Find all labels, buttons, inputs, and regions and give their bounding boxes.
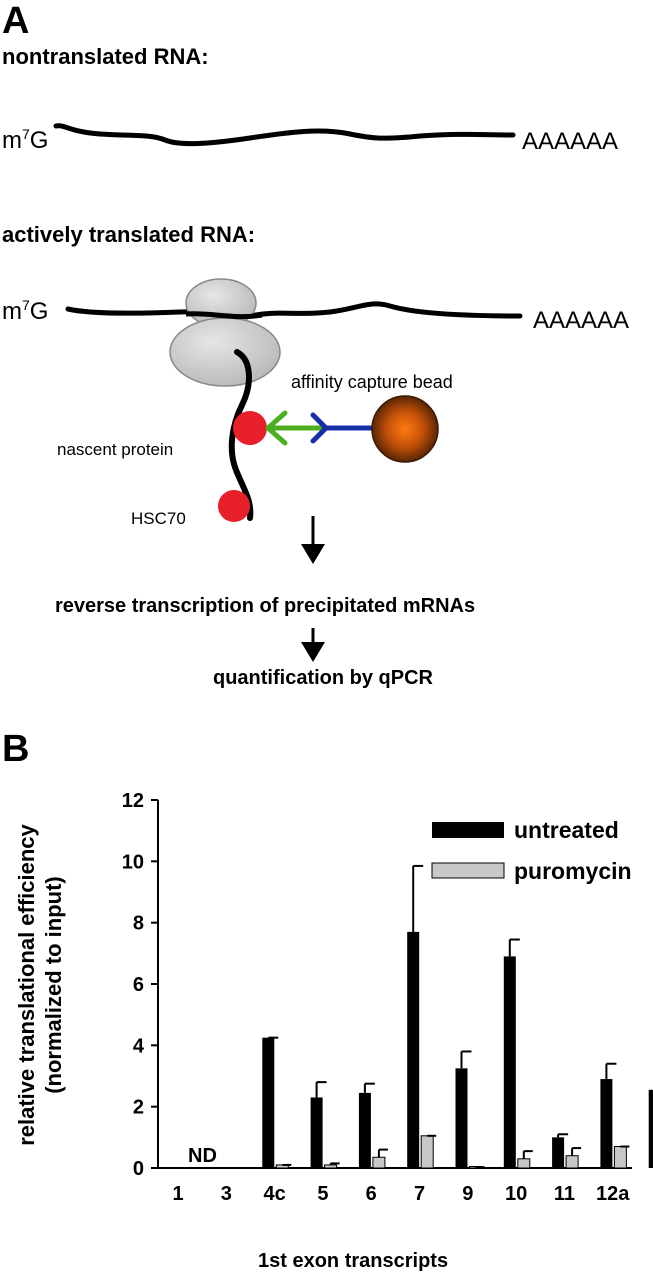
antibody-green-arm [265,410,333,446]
x-tick-label-9: 9 [462,1183,473,1205]
antibody-blue-arm [310,412,377,444]
mrna-strand-2 [65,301,523,320]
bar-untreated-6 [407,931,420,1168]
hsc70-sphere-lower [218,490,250,522]
nascent-protein-label: nascent protein [57,440,174,459]
bar-untreated-5 [358,1092,371,1168]
bar-untreated-12a [648,1089,653,1168]
legend-label-puromycin: puromycin [514,858,632,884]
y-tick-label-2: 2 [133,1097,144,1119]
x-tick-label-6: 6 [366,1183,377,1205]
legend-swatch-untreated [432,822,504,838]
polya-label-1: AAAAAA [522,128,619,155]
x-tick-label-5: 5 [317,1183,328,1205]
x-tick-label-12a: 12a [596,1183,630,1205]
nd-label: ND [188,1145,217,1167]
hsc70-label: HSC70 [131,509,186,528]
bar-puromycin-4c [324,1164,338,1169]
bar-untreated-10 [552,1137,565,1168]
y-tick-label-0: 0 [133,1158,144,1180]
x-tick-label-10: 10 [505,1183,527,1205]
bar-puromycin-9 [517,1158,531,1169]
y-tick-label-10: 10 [122,851,144,873]
hsc70-sphere-upper [233,411,267,445]
legend-swatch-puromycin [431,862,505,879]
mrna-strand-1 [53,123,516,147]
bar-puromycin-5 [372,1156,386,1169]
bar-puromycin-6 [420,1135,434,1169]
affinity-capture-bead [371,395,439,463]
y-tick-label-6: 6 [133,974,144,996]
arrow-down-2 [301,628,325,662]
cap-label-2: m7G [2,297,49,325]
legend-label-untreated: untreated [514,817,619,843]
bar-untreated-7 [455,1068,468,1168]
nontranslated-rna-label: nontranslated RNA: [2,44,209,69]
translated-rna-label: actively translated RNA: [2,222,256,247]
bar-untreated-3 [262,1037,275,1168]
x-tick-label-3: 3 [221,1183,232,1205]
y-tick-label-12: 12 [122,790,144,812]
bar-untreated-9 [503,956,516,1168]
cap-label-1: m7G [2,126,49,154]
y-tick-label-4: 4 [133,1035,145,1057]
step-qpcr: quantification by qPCR [213,667,433,689]
x-tick-label-4c: 4c [263,1183,285,1205]
bar-puromycin-11 [613,1146,627,1169]
y-tick-label-8: 8 [133,913,144,935]
arrow-down-1 [301,516,325,564]
x-tick-label-11: 11 [554,1183,575,1205]
bar-untreated-11 [600,1079,613,1168]
bar-untreated-4c [310,1097,323,1168]
x-tick-label-1: 1 [172,1183,183,1205]
x-tick-label-7: 7 [414,1183,425,1205]
panel-a-letter: A [2,0,30,42]
panel-b-letter: B [2,728,30,770]
nascent-protein-chain [228,349,254,521]
chart-x-axis-label: 1st exon transcripts [258,1250,449,1272]
polya-label-2: AAAAAA [533,307,630,334]
affinity-bead-label: affinity capture bead [291,372,453,392]
bar-puromycin-10 [565,1155,579,1169]
step-reverse-transcription: reverse transcription of precipitated mR… [55,595,476,617]
